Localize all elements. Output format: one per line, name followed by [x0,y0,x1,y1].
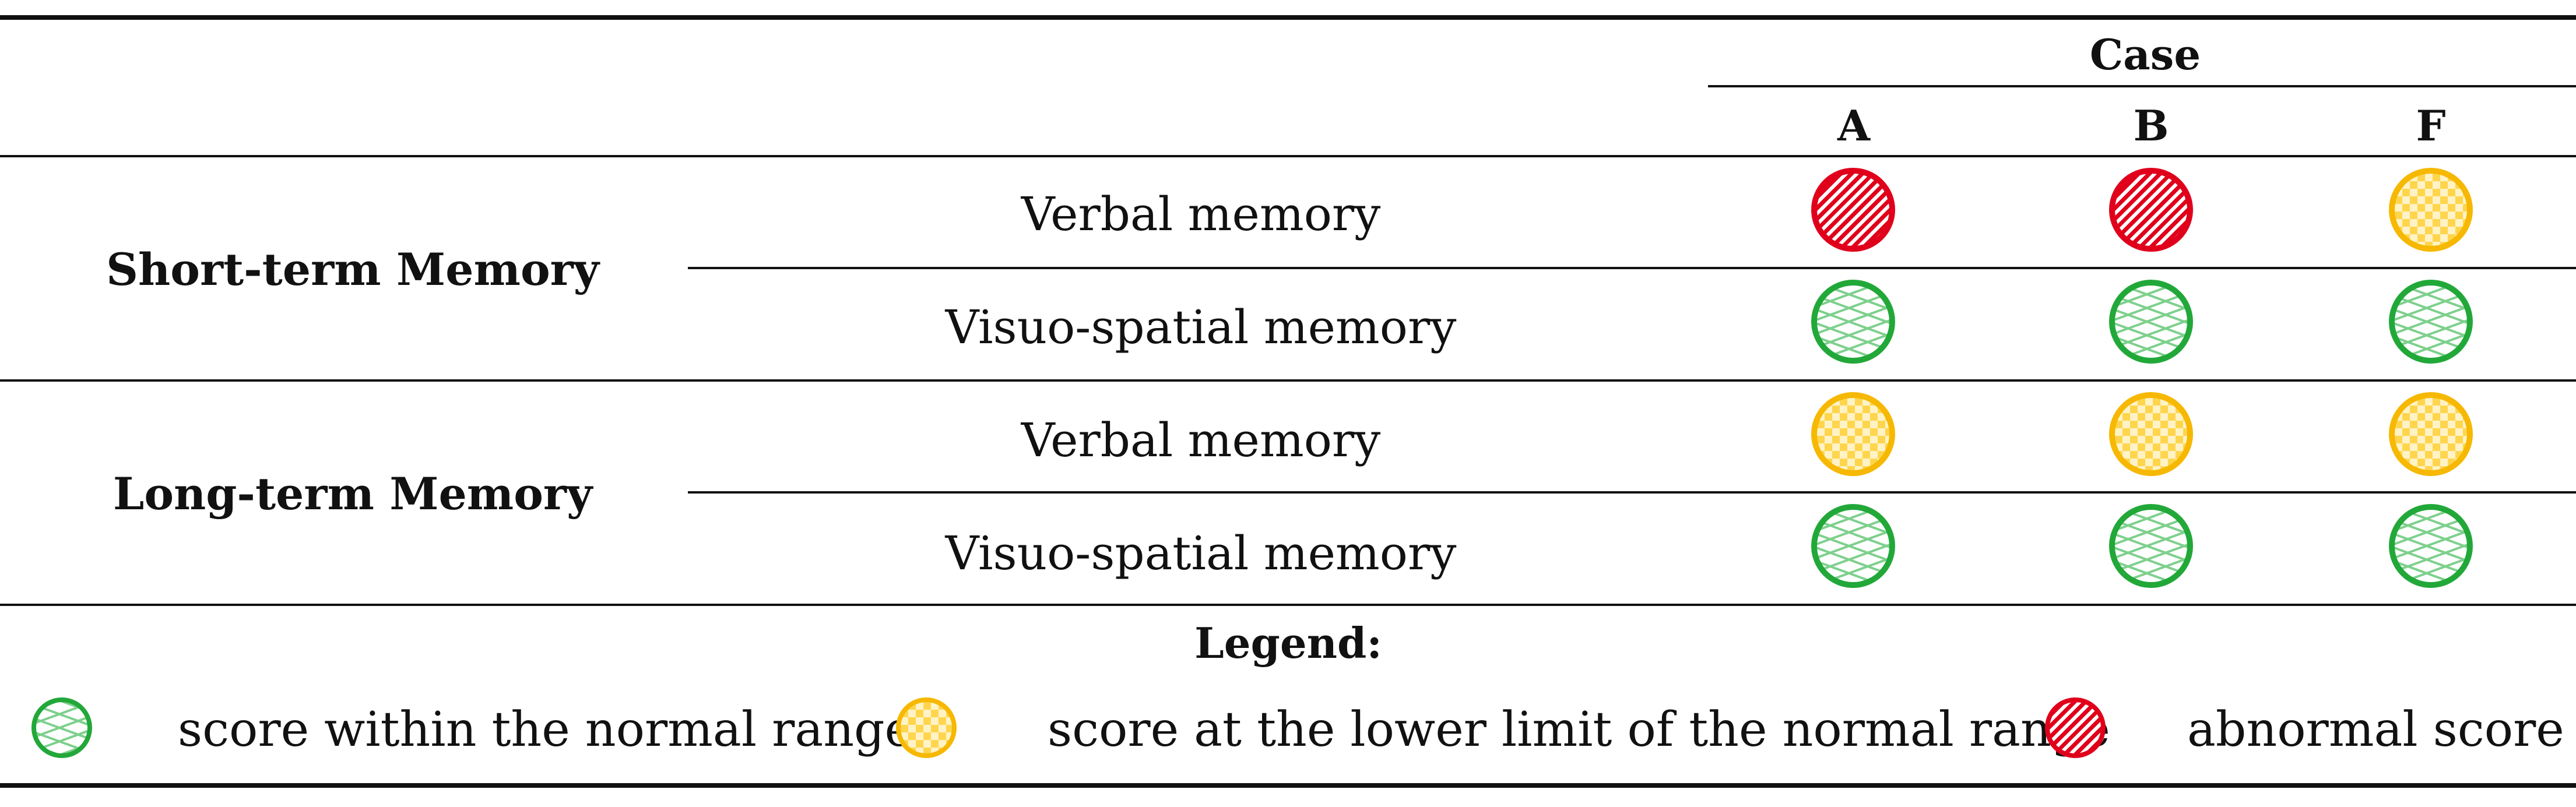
legend-abnormal-label: abnormal score [2187,702,2564,757]
score-icon-long-verbal-b [2109,392,2193,476]
score-icon-long-verbal-f [2389,392,2473,476]
bottom-rule [0,783,2576,788]
long-term-bottom-rule [0,604,2576,606]
row-label-short-visuo-spatial: Visuo-spatial memory [945,300,1457,354]
row-label-long-visuo-spatial: Visuo-spatial memory [945,526,1457,580]
legend-abnormal-icon [2045,697,2106,758]
score-icon-short-visuo-f [2389,280,2473,364]
score-icon-long-visuo-a [1811,504,1895,588]
top-rule [0,15,2576,20]
short-term-bottom-rule [0,379,2576,382]
group-label-long-term: Long-term Memory [113,468,593,520]
header-bottom-rule [0,155,2576,157]
score-icon-long-visuo-f [2389,504,2473,588]
score-icon-short-visuo-a [1811,280,1895,364]
legend-normal-label: score within the normal range [178,702,913,757]
score-icon-short-visuo-b [2109,280,2193,364]
row-label-long-verbal: Verbal memory [1021,413,1381,467]
legend-lower-label: score at the lower limit of the normal r… [1048,702,2110,757]
score-icon-long-verbal-a [1811,392,1895,476]
case-header: Case [2089,30,2201,79]
long-term-mid-rule [688,491,2576,494]
group-label-short-term: Short-term Memory [106,244,599,295]
legend-title: Legend: [1194,618,1382,668]
score-icon-short-verbal-a [1811,168,1895,252]
score-icon-short-verbal-b [2109,168,2193,252]
score-icon-short-verbal-f [2389,168,2473,252]
column-header-b: B [2133,101,2169,150]
legend-normal-icon [31,697,92,758]
column-header-f: F [2416,101,2446,150]
column-header-a: A [1837,101,1870,150]
short-term-mid-rule [688,267,2576,269]
row-label-short-verbal: Verbal memory [1021,187,1381,241]
case-underline [1708,85,2576,87]
score-icon-long-visuo-b [2109,504,2193,588]
legend-lower-icon [896,697,957,758]
